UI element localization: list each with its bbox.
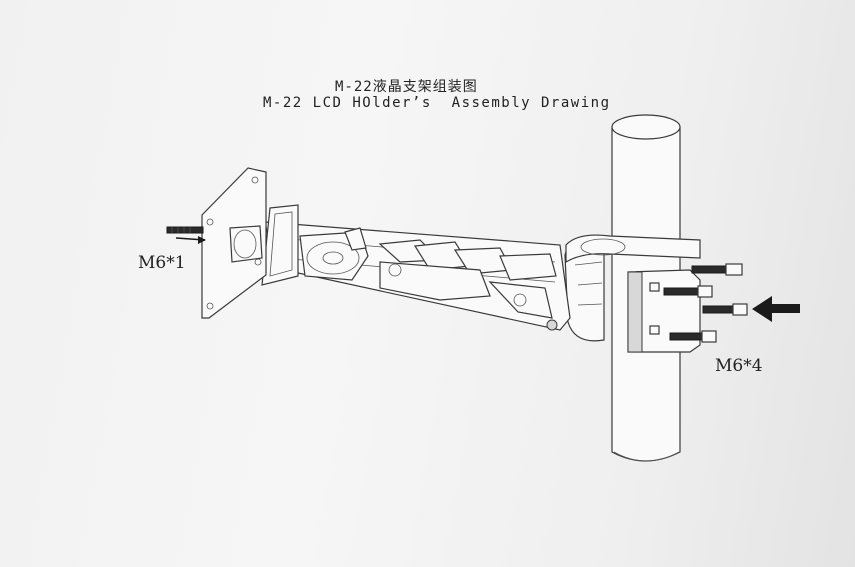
arm-body <box>264 221 571 331</box>
vesa-plate <box>201 167 267 319</box>
arrow-left-icon <box>752 296 800 322</box>
title-chinese: M-22液晶支架组装图 <box>335 79 478 95</box>
screw-right-2 <box>663 285 713 298</box>
screw-left <box>166 226 204 234</box>
title-english: M-22 LCD HOlder’s Assembly Drawing <box>263 95 611 111</box>
screw-right-1 <box>691 263 743 276</box>
arrow-right-icon <box>175 236 206 244</box>
screw-label-left: M6*1 <box>138 253 186 273</box>
screw-label-right: M6*4 <box>715 356 763 376</box>
screw-right-4 <box>669 330 717 343</box>
arm-flange <box>261 204 299 286</box>
screw-right-3 <box>702 303 748 316</box>
